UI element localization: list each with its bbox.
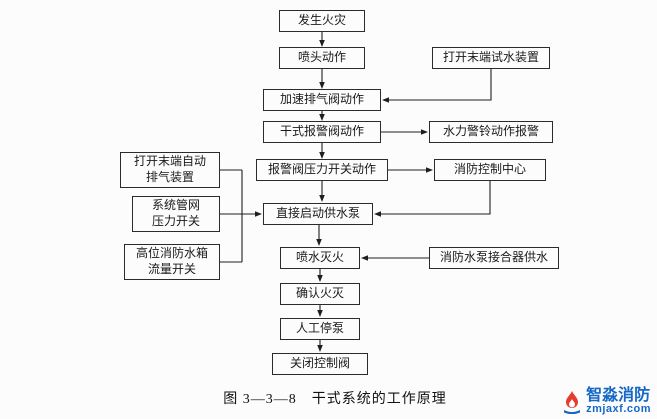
brand-watermark: 智淼消防 zmjaxf.com [562, 386, 651, 416]
node-auto-exhaust-device: 打开末端自动 排气装置 [120, 152, 220, 188]
node-alarm-pressure-switch: 报警阀压力开关动作 [256, 159, 388, 181]
node-confirm-extinguished: 确认火灭 [280, 283, 360, 305]
node-tank-flow-switch: 高位消防水箱 流量开关 [124, 244, 220, 280]
node-dry-alarm-valve: 干式报警阀动作 [263, 121, 381, 143]
figure-caption: 图 3—3—8 干式系统的工作原理 [223, 392, 447, 407]
node-start-supply-pump: 直接启动供水泵 [263, 203, 373, 225]
connector-control-center-to-pump [374, 181, 491, 217]
node-spray-extinguish: 喷水灭火 [280, 247, 360, 269]
node-accel-exhaust-valve: 加速排气阀动作 [263, 89, 381, 111]
watermark-brand-text: 智淼消防 [586, 386, 651, 404]
flame-logo-icon [564, 390, 581, 414]
node-end-test-device: 打开末端试水装置 [432, 47, 550, 69]
node-close-control-valve: 关闭控制阀 [272, 353, 368, 375]
node-hydraulic-bell-alarm: 水力警铃动作报警 [429, 121, 553, 143]
node-network-pressure-switch: 系统管网 压力开关 [132, 196, 220, 232]
node-fire-control-center: 消防控制中心 [434, 159, 546, 181]
node-fire: 发生火灾 [279, 10, 365, 32]
watermark-domain-text: zmjaxf.com [586, 403, 651, 416]
node-manual-stop-pump: 人工停泵 [280, 318, 360, 340]
connector-test-device-to-accel-valve [382, 69, 492, 103]
node-pump-adapter-supply: 消防水泵接合器供水 [429, 247, 559, 269]
node-sprinkler-action: 喷头动作 [279, 47, 365, 69]
